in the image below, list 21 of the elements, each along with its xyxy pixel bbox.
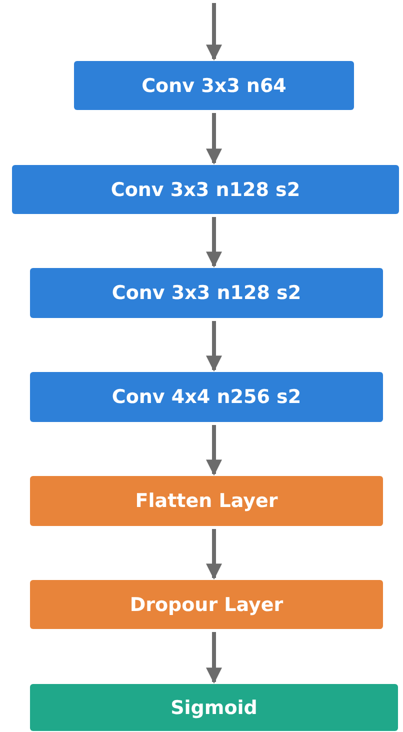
layer-box	[30, 372, 383, 422]
arrow	[206, 632, 222, 684]
arrow	[206, 321, 222, 372]
arrow	[206, 425, 222, 476]
layer-label: Dropour Layer	[130, 594, 284, 616]
arrow	[206, 217, 222, 268]
layer-box	[12, 165, 399, 214]
layer-box	[30, 268, 383, 318]
layer-label: Flatten Layer	[135, 490, 278, 512]
layer-label: Sigmoid	[170, 696, 258, 718]
layer-box	[74, 61, 354, 110]
layer-label: Conv 3x3 n128 s2	[112, 282, 302, 304]
layer-box	[30, 580, 383, 629]
layer-label: Conv 4x4 n256 s2	[112, 386, 302, 408]
arrow	[206, 3, 222, 61]
layer-label: Conv 3x3 n64	[142, 74, 286, 96]
arrow	[206, 113, 222, 165]
layer-box	[30, 684, 398, 731]
arrow	[206, 529, 222, 580]
layer-label: Conv 3x3 n128 s2	[110, 178, 300, 200]
layer-box	[30, 476, 383, 526]
